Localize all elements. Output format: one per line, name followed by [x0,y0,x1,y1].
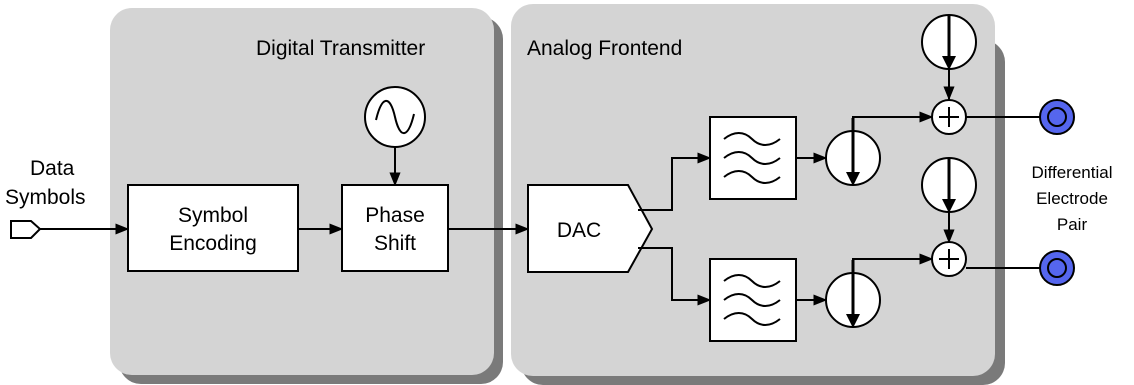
dac-label: DAC [557,219,601,242]
current-source-icon [825,118,881,186]
dac-block [527,184,654,273]
lowpass-filter-icon [709,116,797,200]
oscillator-icon [364,86,426,148]
analog-frontend-title: Analog Frontend [527,37,682,60]
symbol-encoding-label-line1: Symbol [178,204,248,227]
summing-junction-icon [931,99,967,135]
data-symbols-label-line2: Symbols [5,186,86,209]
electrode-icon [1039,99,1075,135]
current-source-icon [921,157,977,213]
source-bottom-wire [852,258,905,260]
digital-transmitter-title: Digital Transmitter [256,37,425,60]
current-source-icon [825,260,881,328]
dac-to-filter-top-line [638,152,712,211]
electrode-icon [1039,250,1075,286]
phase-shift-block [341,184,449,272]
electrode-pair-label-line3: Pair [1057,215,1088,234]
current-source-icon [921,14,977,70]
electrode-pair-label-line1: Differential [1032,163,1113,182]
data-symbols-label-line1: Data [30,157,75,180]
source-top-wire [852,116,905,118]
summing-junction-icon [931,241,967,277]
dac-to-filter-bottom-line [638,247,712,306]
phase-shift-label-line1: Phase [365,204,425,227]
symbol-encoding-block [127,184,299,272]
electrode-pair-label-line2: Electrode [1036,189,1108,208]
input-port-icon [10,220,42,239]
phase-shift-label-line2: Shift [374,232,416,255]
lowpass-filter-icon [709,258,797,342]
symbol-encoding-label-line2: Encoding [169,232,257,255]
